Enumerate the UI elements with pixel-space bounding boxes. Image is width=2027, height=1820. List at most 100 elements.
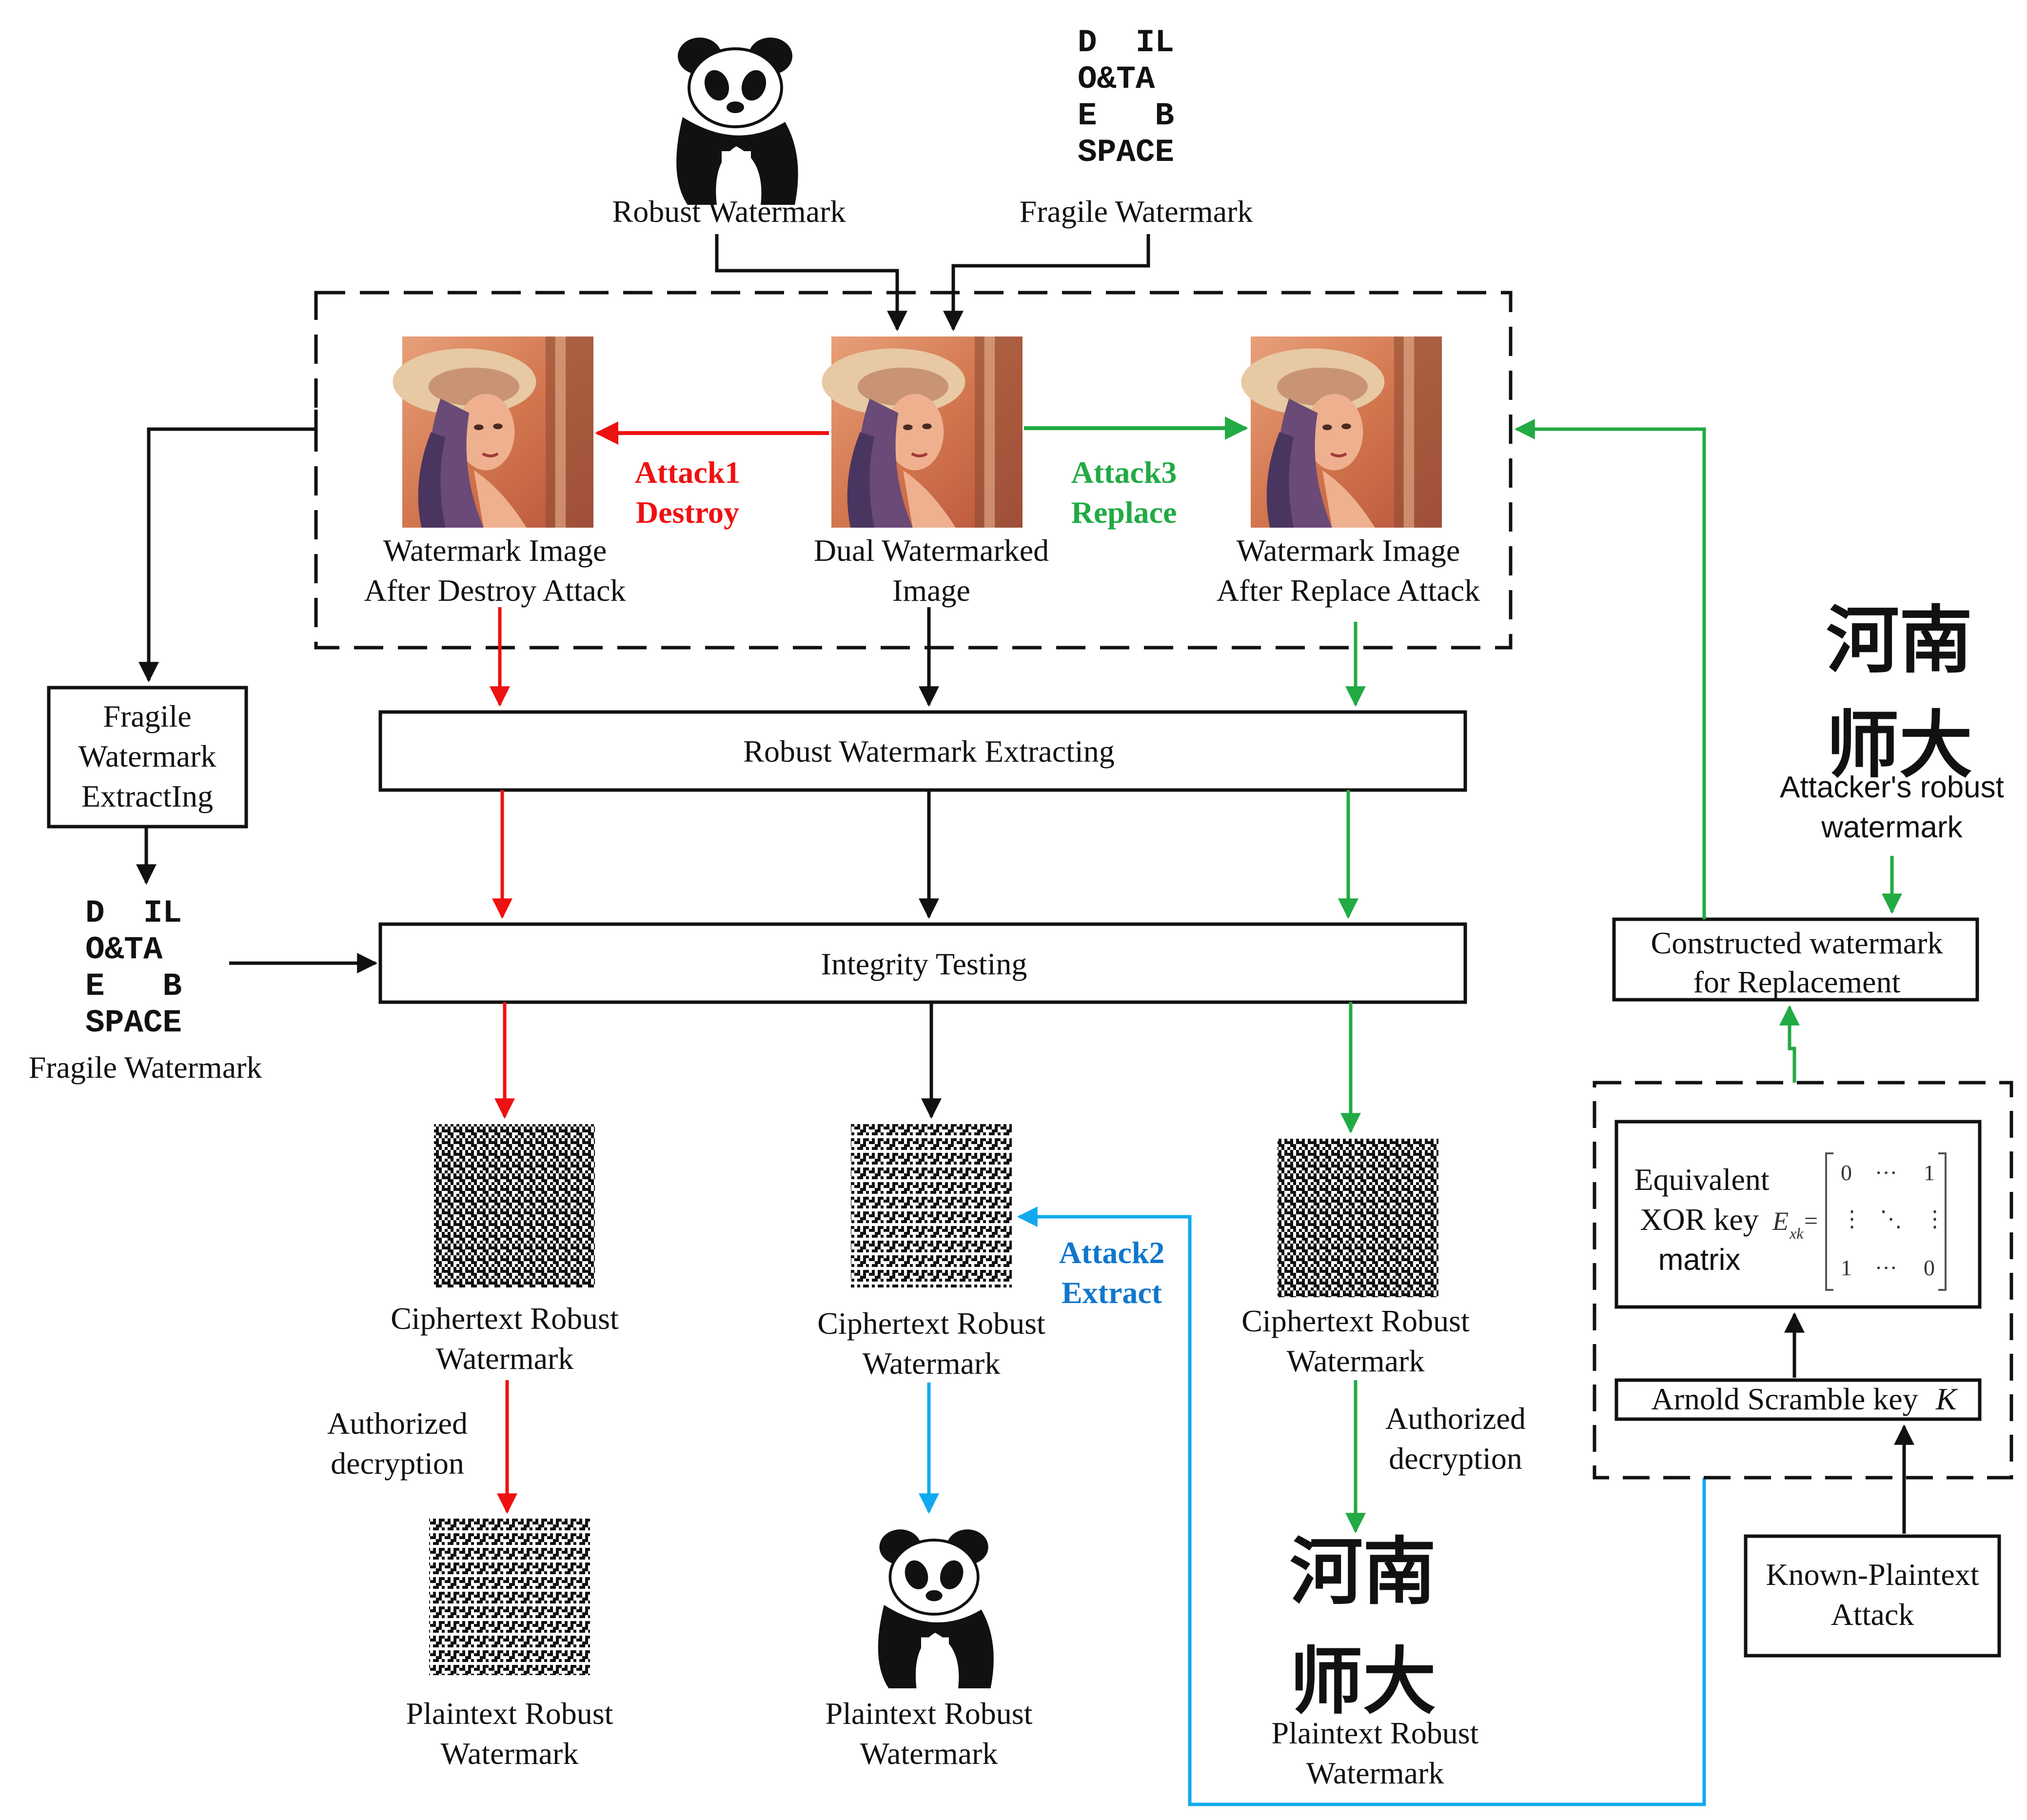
- plain-label-mid-line1: Plaintext Robust: [826, 1696, 1033, 1731]
- plain-noise-image-left: [429, 1517, 590, 1675]
- known-plaintext-line2: Attack: [1831, 1597, 1914, 1632]
- fragile-extract-line3: ExtractIng: [81, 779, 213, 813]
- matrix-cell: ⋱: [1880, 1207, 1902, 1231]
- matrix-cell: ⋮: [1841, 1207, 1863, 1231]
- authorized-left-line1: Authorized: [327, 1406, 468, 1441]
- robust-extracting-box: [378, 710, 1467, 792]
- attacker-chars-line1: 河南: [1826, 598, 1972, 683]
- attack3-label: Attack3: [1071, 455, 1177, 490]
- dual-image-label-line2: Image: [892, 573, 970, 608]
- fragile-grid-left: D IL O&TA E B SPACE: [85, 895, 182, 1041]
- fragile-grid-row: E B: [1078, 98, 1174, 134]
- keybox-to-constructed-arrow: [1779, 1005, 1800, 1083]
- robust-extracting-label: Robust Watermark Extracting: [743, 734, 1114, 769]
- plain-label-mid-line2: Watermark: [860, 1736, 998, 1771]
- fragile-side-label: Fragile Watermark: [29, 1050, 262, 1085]
- region-to-fragile-extract-arrow: [138, 427, 316, 683]
- known-plaintext-attack-box: [1744, 1534, 2001, 1658]
- attack1-label: Attack1: [635, 455, 741, 490]
- authorized-right-line2: decryption: [1389, 1441, 1522, 1476]
- plain-panda-image: [878, 1529, 994, 1688]
- equivalent-label-line3: matrix: [1658, 1243, 1741, 1277]
- attacker-robust-watermark: 河南 师大 Attacker's robust watermark: [1780, 598, 2004, 844]
- fragile-grid-row: SPACE: [1078, 134, 1174, 171]
- attacker-label-line1: Attacker's robust: [1780, 771, 2004, 804]
- fragile-grid-top: D IL O&TA E B SPACE: [1078, 24, 1174, 171]
- destroyed-watermark-image: [393, 336, 593, 528]
- cipher-label-mid-line1: Ciphertext Robust: [817, 1306, 1045, 1341]
- equivalent-xor-key-box: [1614, 1120, 1982, 1309]
- exk-symbol: E: [1772, 1207, 1789, 1236]
- matrix-cell: 0: [1924, 1255, 1935, 1280]
- robust-watermark-input: Robust Watermark: [612, 38, 846, 229]
- integrity-testing-label: Integrity Testing: [821, 947, 1027, 981]
- attack-region-dashed-box: [314, 291, 1513, 650]
- fragile-to-dual-arrow: [943, 234, 1150, 332]
- key-derivation-dashed-box: [1593, 1081, 2013, 1480]
- plain-chinese-watermark: 河南 师大: [1290, 1530, 1436, 1724]
- equivalent-label-line1: Equivalent: [1634, 1162, 1769, 1197]
- fragile-extracting-box: [47, 686, 248, 829]
- robust-watermark-label: Robust Watermark: [612, 194, 846, 229]
- attack2-blue-loop-arrow: [1017, 1207, 1706, 1806]
- matrix-left-bracket: [1825, 1152, 1833, 1291]
- fragile-grid-row: E B: [85, 968, 182, 1005]
- cipher-label-right-line2: Watermark: [1287, 1344, 1425, 1378]
- destroy-image-label-line1: Watermark Image: [383, 533, 607, 568]
- replace-image-label-line2: After Replace Attack: [1217, 573, 1480, 608]
- arnold-label: Arnold Scramble key: [1651, 1382, 1918, 1416]
- matrix-cell: 1: [1924, 1160, 1935, 1185]
- integrity-testing-box: [378, 922, 1467, 1004]
- equivalent-label-line2: XOR key: [1640, 1202, 1759, 1237]
- fragile-grid-row: SPACE: [85, 1005, 182, 1041]
- constructed-watermark-box: [1612, 917, 1979, 1002]
- arnold-scramble-key-box: [1614, 1378, 1982, 1421]
- cipher-label-right-line1: Ciphertext Robust: [1241, 1304, 1470, 1338]
- known-plaintext-line1: Known-Plaintext: [1766, 1557, 1979, 1592]
- attacker-chars-line2: 师大: [1826, 703, 1972, 788]
- authorized-right-line1: Authorized: [1385, 1401, 1526, 1436]
- exk-subscript: xk: [1789, 1225, 1804, 1242]
- cipher-label-left-line1: Ciphertext Robust: [391, 1301, 619, 1336]
- fragile-extract-line1: Fragile: [103, 699, 191, 733]
- arnold-k-variable: K: [1935, 1382, 1958, 1416]
- attack1-sublabel: Destroy: [636, 495, 739, 530]
- fragile-grid-row: D IL: [85, 895, 182, 931]
- dual-watermarked-image: [822, 336, 1023, 528]
- plain-label-left-line2: Watermark: [441, 1736, 579, 1771]
- cipher-label-left-line2: Watermark: [436, 1341, 574, 1376]
- plain-label-left-line1: Plaintext Robust: [406, 1696, 613, 1731]
- matrix-cell: 1: [1841, 1255, 1852, 1280]
- dual-image-label-line1: Dual Watermarked: [814, 533, 1049, 568]
- matrix-cell: ⋮: [1924, 1207, 1946, 1231]
- matrix-cell: 0: [1841, 1160, 1852, 1185]
- matrix-cell: ···: [1875, 1255, 1897, 1280]
- chinese-chars-line2: 师大: [1290, 1640, 1436, 1724]
- constructed-label-line1: Constructed watermark: [1651, 926, 1943, 960]
- fragile-grid-row: D IL: [1078, 24, 1174, 61]
- cipher-noise-image-left: [434, 1124, 595, 1287]
- attack2-label: Attack2: [1059, 1235, 1165, 1270]
- cipher-label-mid-line2: Watermark: [863, 1346, 1001, 1381]
- equals-sign: =: [1804, 1207, 1818, 1234]
- attack3-sublabel: Replace: [1071, 495, 1177, 530]
- chinese-chars-line1: 河南: [1290, 1530, 1436, 1615]
- plain-label-right-line2: Watermark: [1306, 1756, 1444, 1790]
- replace-image-label-line1: Watermark Image: [1237, 533, 1460, 568]
- matrix-right-bracket: [1938, 1152, 1947, 1291]
- plain-label-right-line1: Plaintext Robust: [1272, 1716, 1479, 1750]
- replaced-watermark-image: [1241, 336, 1442, 528]
- fragile-grid-row: O&TA: [85, 931, 163, 968]
- constructed-to-replace-arrow: [1514, 419, 1706, 919]
- destroy-image-label-line2: After Destroy Attack: [364, 573, 626, 608]
- authorized-left-line2: decryption: [331, 1446, 464, 1481]
- cipher-noise-image-right: [1278, 1139, 1438, 1297]
- matrix-cell: ···: [1875, 1160, 1897, 1185]
- fragile-extract-line2: Watermark: [79, 739, 216, 773]
- fragile-watermark-label: Fragile Watermark: [1020, 194, 1253, 229]
- robust-to-dual-arrow: [715, 234, 907, 332]
- constructed-label-line2: for Replacement: [1693, 965, 1901, 999]
- cipher-noise-image-middle: [851, 1124, 1012, 1287]
- attack2-sublabel: Extract: [1062, 1275, 1162, 1310]
